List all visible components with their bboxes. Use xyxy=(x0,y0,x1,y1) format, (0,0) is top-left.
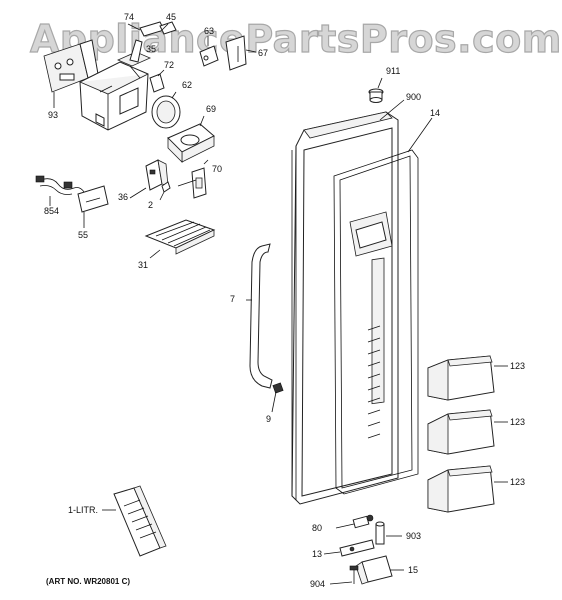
callout-80: 80 xyxy=(312,523,322,533)
art-number: (ART NO. WR20801 C) xyxy=(46,577,130,586)
part-69-damper-housing xyxy=(167,115,215,163)
callout-911: 911 xyxy=(386,66,400,76)
callout-93: 93 xyxy=(48,110,58,120)
part-123-bin-bottom xyxy=(427,465,508,513)
part-123-bin-middle xyxy=(427,409,508,455)
part-15-hinge-block xyxy=(355,555,404,585)
part-14-gasket xyxy=(333,149,419,495)
leader-35 xyxy=(99,85,113,93)
watermark-text: AppliancePartsPros.com xyxy=(30,17,562,61)
leader-36 xyxy=(129,187,147,199)
part-1-litr-booklet xyxy=(102,485,167,557)
part-74-45-brackets xyxy=(127,21,177,37)
part-123-bin-top xyxy=(427,355,508,401)
part-80-bushing xyxy=(335,514,374,529)
callout-1-litr: 1-LITR. xyxy=(68,505,98,515)
callout-854: 854 xyxy=(44,206,59,216)
part-854-wire-harness xyxy=(35,175,85,206)
callout-74: 74 xyxy=(124,12,134,22)
callout-62: 62 xyxy=(182,80,192,90)
part-31-grille xyxy=(144,219,216,259)
part-70-module xyxy=(191,159,209,199)
leader-14 xyxy=(407,117,433,153)
part-35-motor-housing xyxy=(79,39,151,131)
door-liner-detail xyxy=(349,211,393,439)
callout-903: 903 xyxy=(406,531,421,541)
callout-904: 904 xyxy=(310,579,325,589)
callout-15: 15 xyxy=(408,565,418,575)
part-904-screw xyxy=(329,565,359,585)
callout-69: 69 xyxy=(206,104,216,114)
part-93-control-housing xyxy=(43,39,99,108)
part-903-pin xyxy=(375,521,402,545)
callout-14: 14 xyxy=(430,108,440,118)
callout-900: 900 xyxy=(406,92,421,102)
callout-67: 67 xyxy=(258,48,268,58)
part-2-screw xyxy=(159,181,171,201)
callout-13: 13 xyxy=(312,549,322,559)
part-9-screw xyxy=(271,382,284,413)
callout-35: 35 xyxy=(146,44,156,54)
part-62-fan-ring xyxy=(151,91,181,129)
callout-72: 72 xyxy=(164,60,174,70)
callout-7: 7 xyxy=(230,294,235,304)
leader-900 xyxy=(379,99,405,121)
part-72-bracket xyxy=(149,69,165,93)
callout-63: 63 xyxy=(204,26,214,36)
part-55-cover-plate xyxy=(77,185,109,228)
part-7-door-handle xyxy=(246,243,273,389)
callout-36: 36 xyxy=(118,192,128,202)
part-63-67-switches xyxy=(199,35,257,71)
part-36-bracket xyxy=(145,159,169,191)
callout-9: 9 xyxy=(266,414,271,424)
callout-123-middle: 123 xyxy=(510,417,525,427)
part-911-plug xyxy=(368,77,384,103)
callout-70: 70 xyxy=(212,164,222,174)
callout-2: 2 xyxy=(148,200,153,210)
callout-31: 31 xyxy=(138,260,148,270)
callout-45: 45 xyxy=(166,12,176,22)
callout-123-top: 123 xyxy=(510,361,525,371)
callout-123-bottom: 123 xyxy=(510,477,525,487)
leader-70 xyxy=(177,179,197,187)
part-13-hinge-plate xyxy=(323,539,375,557)
callout-55: 55 xyxy=(78,230,88,240)
